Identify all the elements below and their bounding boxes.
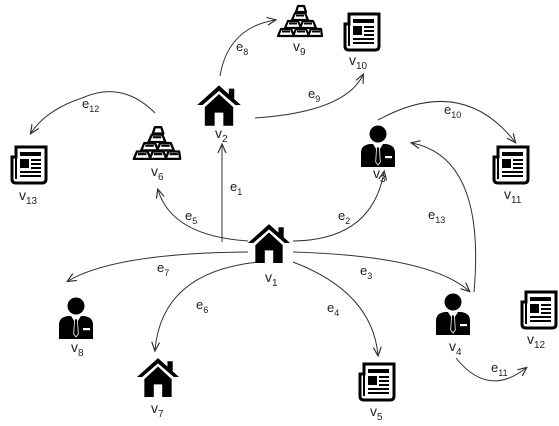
edge-label-e4: e4 [327, 300, 339, 318]
edge-e13 [412, 143, 477, 293]
node-label-v3: v3 [373, 165, 386, 185]
house-icon [137, 358, 179, 397]
node-label-v12: v12 [527, 331, 546, 351]
node-label-v13: v13 [19, 187, 38, 207]
node-label-v10: v10 [349, 52, 368, 72]
node-label-v5: v5 [370, 403, 383, 423]
edge-e4 [292, 261, 378, 355]
node-label-v1: v1 [265, 269, 278, 289]
house-icon [248, 224, 290, 263]
node-label-v11: v11 [504, 186, 522, 206]
newspaper-icon [520, 290, 558, 330]
edge-labels: e1 e2 e3 e4 e5 e6 e7 e8 e9 e10 e11 e12 e… [82, 39, 508, 378]
edge-label-e3: e3 [360, 263, 372, 281]
newspaper-icon [10, 145, 48, 185]
edge-label-e13: e13 [428, 207, 445, 225]
gold-bars-icon [276, 4, 324, 38]
node-labels: v1 v2 v3 v4 v5 v6 v7 v8 v9 v10 v11 v12 v… [19, 38, 546, 423]
edge-e5 [158, 190, 249, 242]
node-label-v9: v9 [293, 38, 306, 58]
edge-label-e12: e12 [82, 96, 99, 114]
edge-label-e9: e9 [308, 86, 320, 104]
edge-label-e6: e6 [196, 297, 208, 315]
newspaper-icon [358, 362, 396, 402]
node-label-v6: v6 [151, 163, 164, 183]
node-icons [10, 4, 558, 402]
edge-e11 [455, 357, 526, 382]
edge-e8 [219, 20, 275, 77]
house-icon [197, 85, 241, 126]
edge-e12 [31, 91, 156, 133]
newspaper-icon [343, 12, 381, 52]
edge-label-e8: e8 [236, 39, 248, 57]
edge-e3 [292, 251, 469, 291]
gold-bars-icon [132, 126, 182, 161]
edge-e6 [155, 261, 259, 350]
node-label-v8: v8 [71, 339, 84, 359]
person-icon [435, 293, 471, 335]
node-label-v7: v7 [151, 400, 164, 420]
newspaper-icon [492, 145, 530, 185]
node-label-v4: v4 [449, 338, 462, 358]
edge-e10 [377, 100, 515, 142]
edge-e2 [292, 172, 384, 242]
edge-label-e1: e1 [230, 179, 242, 197]
person-icon [58, 297, 94, 339]
edge-e9 [254, 75, 363, 119]
person-icon [360, 125, 396, 167]
edge-label-e11: e11 [491, 360, 508, 378]
node-label-v2: v2 [215, 125, 228, 145]
edge-label-e7: e7 [157, 260, 169, 278]
edge-e7 [68, 251, 249, 281]
edge-label-e10: e10 [444, 102, 461, 120]
edge-label-e5: e5 [185, 208, 197, 226]
edges [31, 20, 526, 382]
edge-label-e2: e2 [338, 208, 350, 226]
